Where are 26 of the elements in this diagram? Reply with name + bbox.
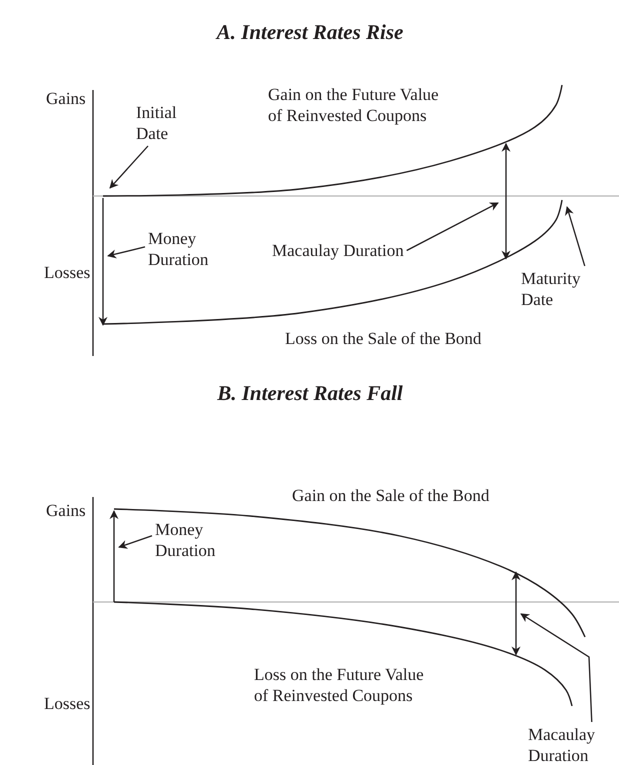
curve-label: Loss on the Sale of the Bond: [285, 328, 482, 349]
leader-line: [107, 246, 146, 258]
leader-line: [109, 146, 148, 189]
curve-label: Loss on the Future Value of Reinvested Coupons: [254, 664, 425, 706]
leader-line: [565, 206, 586, 266]
axis-label: Gains: [46, 500, 86, 521]
duration-arrow: [110, 510, 118, 602]
callout-text: Macaulay Duration: [528, 724, 596, 765]
callout-text: Maturity Date: [521, 268, 582, 310]
callout-text: Money Duration: [148, 228, 210, 270]
callout-text: Initial Date: [136, 102, 178, 144]
curve-label: Gain on the Future Value of Reinvested Coupons: [268, 84, 440, 126]
panel-title: B. Interest Rates Fall: [216, 383, 404, 404]
curve-label: Gain on the Sale of the Bond: [292, 485, 490, 506]
axis-label: Gains: [46, 88, 86, 109]
axis-label: Losses: [44, 693, 90, 714]
axis-label: Losses: [44, 262, 90, 283]
leader-line: [520, 613, 592, 722]
panel-title: A. Interest Rates Rise: [214, 22, 404, 43]
duration-arrow: [98, 198, 108, 326]
callout-text: Macaulay Duration: [272, 240, 404, 261]
leader-line: [118, 535, 152, 549]
callout-text: Money Duration: [155, 519, 216, 561]
duration-arrow: [512, 571, 520, 656]
duration-arrow: [502, 142, 510, 260]
leader-line: [406, 202, 499, 252]
